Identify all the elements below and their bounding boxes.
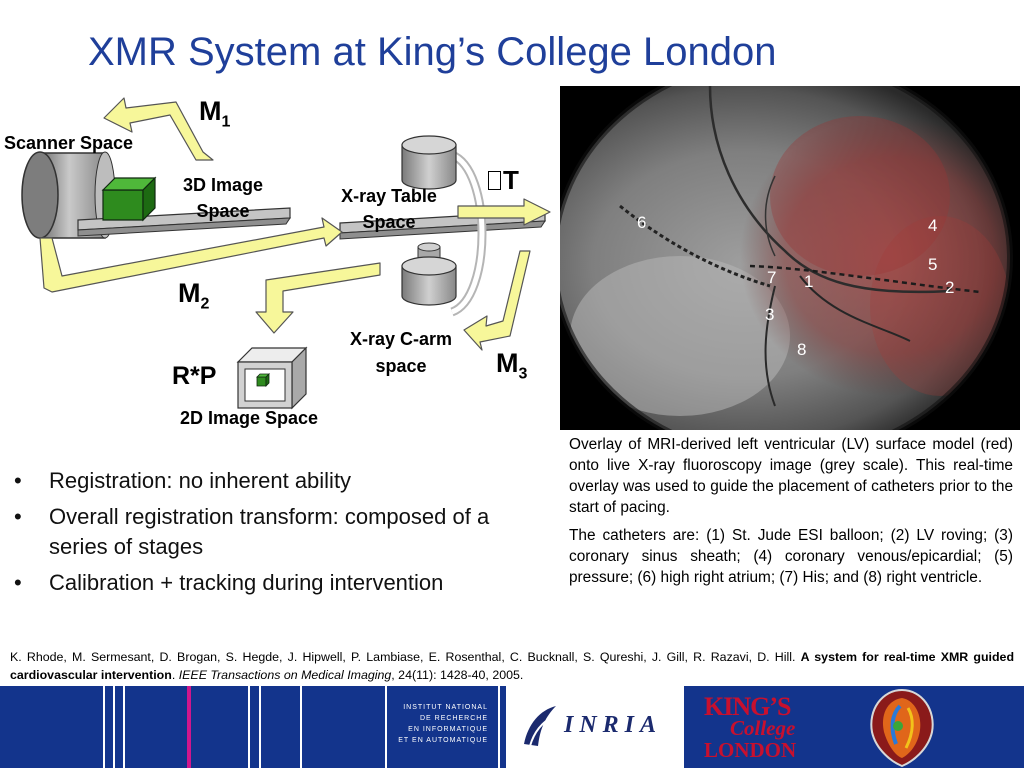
citation-details: , 24(11): 1428-40, 2005. xyxy=(391,668,524,682)
image-caption: Overlay of MRI-derived left ventricular … xyxy=(569,434,1013,595)
t-letter: T xyxy=(503,165,519,195)
rp-label: R*P xyxy=(172,362,217,390)
scanner-space-label: Scanner Space xyxy=(4,133,134,153)
inria-institute-text: INSTITUT NATIONAL DE RECHERCHE EN INFORM… xyxy=(396,702,488,746)
heart-logo-icon xyxy=(862,686,942,768)
footer-stripe xyxy=(498,686,500,768)
footer-stripe xyxy=(259,686,261,768)
3d-image-space-label: 3D Image Space xyxy=(168,172,278,224)
citation-journal: IEEE Transactions on Medical Imaging xyxy=(178,668,392,682)
xray-table-line2: Space xyxy=(362,212,416,232)
footer-bar: INSTITUT NATIONAL DE RECHERCHE EN INFORM… xyxy=(0,686,1024,768)
inria-emblem-icon xyxy=(524,706,556,747)
inria-logo: INRIA xyxy=(506,686,684,768)
citation-authors: K. Rhode, M. Sermesant, D. Brogan, S. He… xyxy=(10,650,801,664)
missing-glyph-icon xyxy=(488,171,501,190)
citation: K. Rhode, M. Sermesant, D. Brogan, S. He… xyxy=(10,648,1014,684)
catheter-label-3: 3 xyxy=(765,305,775,324)
3d-image-line2: Space xyxy=(196,201,250,221)
bullet-list: Registration: no inherent ability Overal… xyxy=(12,466,532,604)
bullet-item: Calibration + tracking during interventi… xyxy=(12,568,532,598)
xmr-registration-diagram: M1 Scanner Space 3D Image Space X-ray Ta… xyxy=(0,90,560,440)
scanner-icon xyxy=(21,151,116,239)
caption-paragraph-1: Overlay of MRI-derived left ventricular … xyxy=(569,436,1013,516)
catheter-label-5: 5 xyxy=(928,255,938,274)
3d-image-cube-icon xyxy=(101,176,157,222)
footer-stripe xyxy=(385,686,387,768)
kcl-line2: College xyxy=(730,716,796,740)
2d-image-box-icon xyxy=(236,346,308,410)
footer-stripe xyxy=(300,686,302,768)
xray-overlay-image: 6 4 5 2 7 1 3 8 xyxy=(560,86,1020,430)
caption-paragraph-2: The catheters are: (1) St. Jude ESI ball… xyxy=(569,527,1013,586)
m1-subscript: 1 xyxy=(221,113,231,131)
m3-letter: M xyxy=(496,348,519,378)
footer-stripe-magenta xyxy=(187,686,191,768)
diagram-graphics xyxy=(21,97,551,410)
r-arrow xyxy=(255,262,381,334)
carm-line1: X-ray C-arm xyxy=(349,329,453,349)
c-arm-icon xyxy=(401,135,487,317)
fluoroscopy-image xyxy=(560,86,1020,430)
m3-label: M3 xyxy=(496,348,527,383)
m2-arrow xyxy=(39,217,343,293)
2d-image-space-label: 2D Image Space xyxy=(180,408,319,428)
footer-stripe xyxy=(123,686,125,768)
footer-stripe xyxy=(103,686,105,768)
citation-separator: . xyxy=(171,668,179,682)
catheter-label-4: 4 xyxy=(928,216,938,235)
kings-college-london-logo: KING’S College LONDON xyxy=(700,692,810,762)
bullet-item: Registration: no inherent ability xyxy=(12,466,532,496)
m3-arrow xyxy=(463,250,531,351)
3d-image-line1: 3D Image xyxy=(182,175,264,195)
kcl-line1: KING’S xyxy=(704,692,791,721)
m1-letter: M xyxy=(199,96,222,126)
m2-label: M2 xyxy=(178,278,209,313)
institute-line: EN INFORMATIQUE xyxy=(408,726,488,733)
slide-title: XMR System at King’s College London xyxy=(88,30,777,74)
institute-line: ET EN AUTOMATIQUE xyxy=(398,737,488,744)
inria-wordmark: INRIA xyxy=(564,712,663,738)
m1-label: M1 xyxy=(199,96,230,131)
m2-letter: M xyxy=(178,278,201,308)
m3-subscript: 3 xyxy=(518,365,528,383)
catheter-label-2: 2 xyxy=(945,278,955,297)
t-arrow xyxy=(457,198,551,226)
m1-arrow xyxy=(103,97,214,161)
bullet-item: Overall registration transform: composed… xyxy=(12,502,532,562)
citation-title: A system for real-time XMR guided cardio… xyxy=(10,650,1015,682)
xray-table-line1: X-ray Table xyxy=(341,186,437,206)
footer-stripe xyxy=(113,686,115,768)
footer-stripe xyxy=(248,686,250,768)
t-label: T xyxy=(488,165,519,196)
xray-table-space-label: X-ray Table Space xyxy=(326,183,452,235)
catheter-label-7: 7 xyxy=(767,268,777,287)
carm-line2: space xyxy=(375,356,427,376)
catheter-label-6: 6 xyxy=(637,213,647,232)
catheter-label-8: 8 xyxy=(797,340,807,359)
kcl-line3: LONDON xyxy=(704,738,797,762)
xray-carm-space-label: X-ray C-arm space xyxy=(334,326,468,380)
scanner-table-icon xyxy=(77,207,291,237)
catheter-label-1: 1 xyxy=(804,272,814,291)
m2-subscript: 2 xyxy=(200,295,210,313)
institute-line: DE RECHERCHE xyxy=(419,715,488,722)
institute-line: INSTITUT NATIONAL xyxy=(403,704,488,711)
